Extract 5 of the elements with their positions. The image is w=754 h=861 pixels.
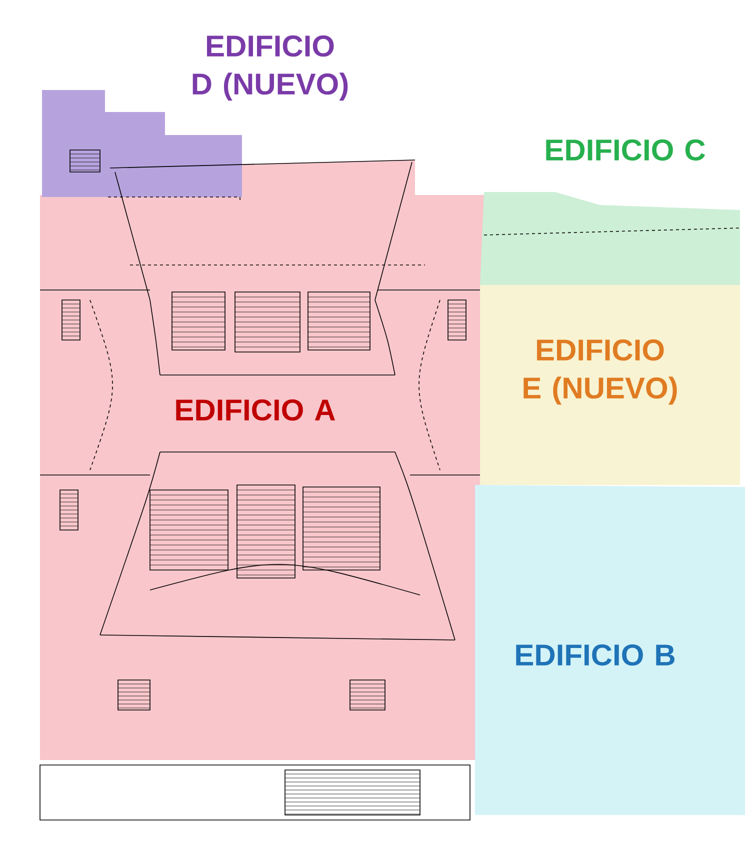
building-area: EDIFICIO E (NUEVO): [480, 285, 740, 485]
building-area: EDIFICIO B: [475, 485, 745, 815]
node-label: EDIFICIO D (NUEVO): [192, 35, 348, 101]
building-area: EDIFICIO A: [40, 160, 484, 760]
node-label: EDIFICIO C: [546, 139, 706, 161]
